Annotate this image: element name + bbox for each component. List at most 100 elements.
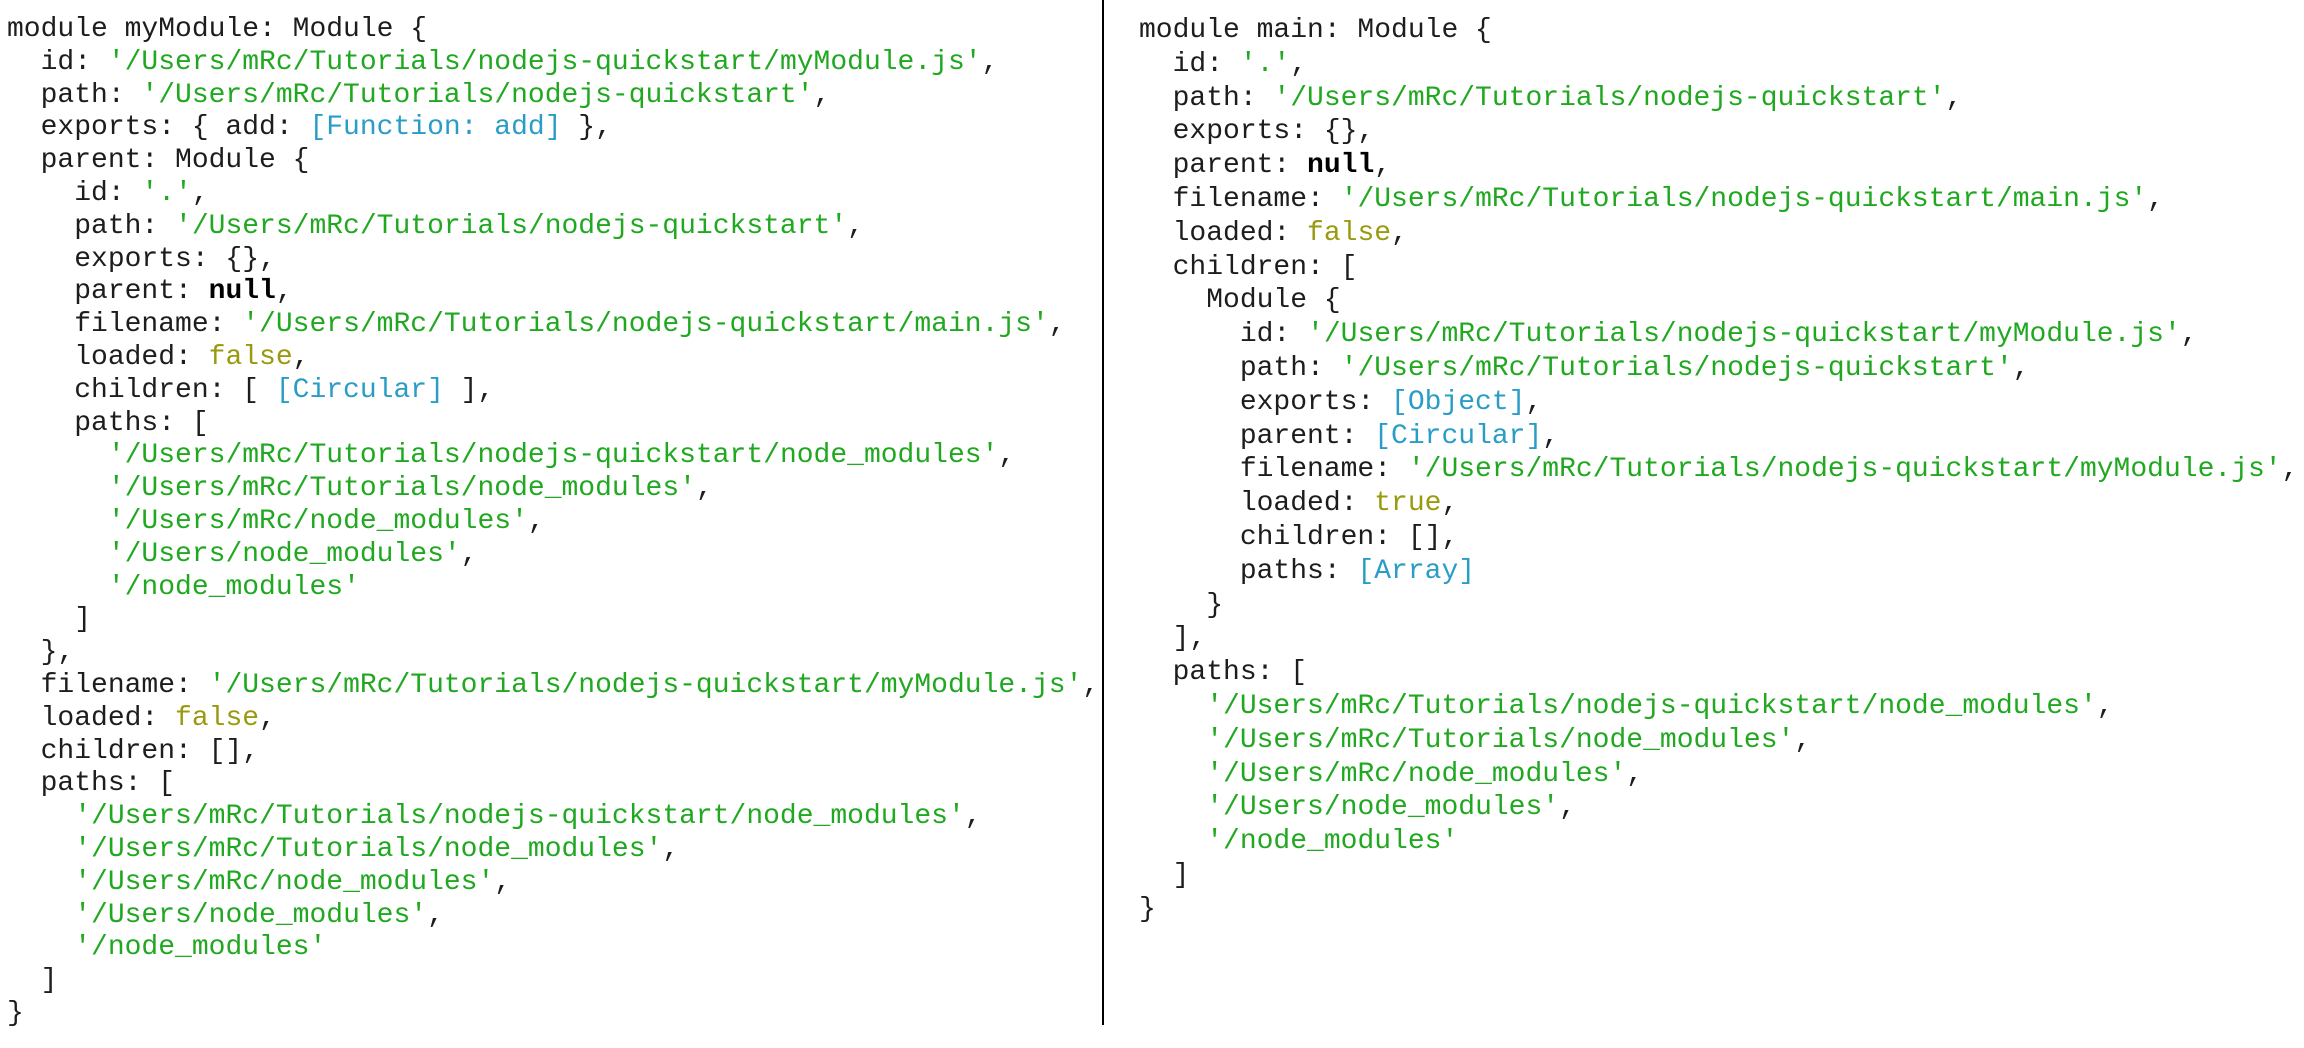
code-line: '/node_modules'	[7, 932, 1099, 965]
code-text: ,	[1290, 48, 1308, 80]
string-literal: '.'	[1239, 48, 1291, 80]
code-line: '/Users/mRc/Tutorials/nodejs-quickstart/…	[1139, 690, 2298, 724]
code-text	[7, 572, 108, 603]
column-divider	[1102, 0, 1104, 1025]
string-literal: '/Users/node_modules'	[107, 538, 461, 570]
string-literal: '/Users/node_modules'	[74, 899, 428, 931]
code-text: Module {	[1139, 285, 1341, 317]
code-text: ,	[427, 899, 444, 931]
code-line: '/Users/mRc/node_modules',	[7, 867, 1099, 900]
code-line: parent: Module {	[7, 145, 1099, 178]
code-text: exports: {},	[1139, 116, 1375, 148]
code-line: path: '/Users/mRc/Tutorials/nodejs-quick…	[1139, 352, 2298, 386]
code-text: ,	[2096, 690, 2114, 722]
code-text: },	[561, 112, 612, 144]
code-text: loaded:	[7, 702, 176, 734]
string-literal: '/Users/mRc/Tutorials/nodejs-quickstart/…	[107, 46, 982, 78]
string-literal: '/Users/mRc/Tutorials/nodejs-quickstart/…	[1206, 690, 2097, 722]
code-text: loaded:	[1139, 217, 1308, 249]
code-text: ],	[443, 374, 495, 406]
code-text: ]	[1139, 859, 1190, 891]
string-literal: '/Users/mRc/Tutorials/nodejs-quickstart'	[1273, 82, 1946, 114]
code-text: ]	[7, 965, 58, 997]
code-text: filename:	[7, 669, 209, 701]
special-value: [Object]	[1391, 386, 1526, 418]
code-text: loaded:	[1139, 488, 1375, 520]
code-text: ,	[1794, 724, 1812, 756]
code-text: filename:	[1139, 454, 1408, 486]
code-text: ,	[460, 538, 478, 570]
string-literal: '/Users/mRc/node_modules'	[74, 866, 495, 898]
code-line: path: '/Users/mRc/Tutorials/nodejs-quick…	[7, 80, 1099, 113]
code-text	[1139, 691, 1206, 722]
code-line: filename: '/Users/mRc/Tutorials/nodejs-q…	[1139, 453, 2299, 487]
code-text: ,	[1542, 420, 1560, 452]
code-line: }	[1139, 589, 2298, 623]
code-text: id:	[1139, 319, 1308, 351]
code-text	[1139, 826, 1206, 857]
code-text: filename:	[1139, 183, 1341, 215]
code-line: '/Users/mRc/node_modules',	[7, 506, 1099, 539]
code-text: ,	[662, 833, 680, 865]
code-text	[7, 440, 108, 471]
code-text: ,	[2147, 183, 2164, 215]
code-text	[7, 506, 108, 537]
code-line: loaded: false,	[7, 703, 1099, 736]
boolean-literal: true	[1374, 488, 1442, 520]
code-text: children: [],	[1139, 521, 1459, 553]
code-line: loaded: false,	[7, 342, 1099, 375]
code-text: }	[1139, 893, 1156, 925]
string-literal: '/Users/mRc/Tutorials/nodejs-quickstart/…	[208, 669, 1083, 701]
code-text: children: [	[7, 374, 276, 406]
code-text: ,	[813, 79, 831, 111]
code-line: '/Users/node_modules',	[7, 900, 1099, 933]
code-line: paths: [	[7, 768, 1099, 801]
code-text: ,	[2180, 319, 2198, 351]
code-line: ]	[7, 604, 1099, 637]
code-text: ,	[275, 276, 293, 308]
code-line: id: '/Users/mRc/Tutorials/nodejs-quickst…	[1139, 318, 2298, 352]
code-text	[7, 867, 74, 898]
code-text: ]	[7, 604, 92, 636]
null-literal: null	[1307, 150, 1375, 182]
code-text	[1139, 759, 1206, 790]
code-text: parent:	[1139, 420, 1375, 452]
string-literal: '/Users/node_modules'	[1206, 792, 1560, 824]
string-literal: '/Users/mRc/Tutorials/node_modules'	[74, 833, 663, 865]
code-text: paths: [	[7, 407, 209, 439]
code-text: paths: [	[7, 768, 176, 800]
console-output-main: module main: Module { id: '.', path: '/U…	[1139, 14, 2298, 927]
code-text: ,	[494, 866, 512, 898]
code-text: ,	[847, 210, 864, 242]
code-text: exports: { add:	[7, 112, 310, 144]
code-line: module myModule: Module {	[7, 14, 1099, 47]
code-line: parent: null,	[1139, 149, 2298, 183]
code-text: paths: [	[1139, 657, 1308, 689]
code-line: ]	[1139, 859, 2298, 893]
code-text: ,	[695, 473, 713, 505]
string-literal: '/Users/mRc/Tutorials/nodejs-quickstart/…	[1340, 183, 2148, 215]
code-line: '/Users/node_modules',	[7, 539, 1099, 572]
code-line: exports: [Object],	[1139, 386, 2298, 420]
code-text: exports: {},	[7, 243, 276, 275]
code-text: ,	[1441, 488, 1459, 520]
code-line: '/Users/mRc/Tutorials/node_modules',	[7, 473, 1099, 506]
string-literal: '/Users/mRc/Tutorials/nodejs-quickstart/…	[74, 801, 965, 833]
code-text: ,	[191, 177, 209, 209]
code-text: },	[7, 637, 75, 669]
code-text: loaded:	[7, 341, 209, 373]
code-line: }	[1139, 893, 2298, 927]
code-text: children: [],	[7, 735, 260, 767]
code-text: id:	[7, 177, 142, 209]
code-text: module main: Module {	[1139, 15, 1492, 46]
code-text	[7, 473, 108, 504]
code-text: path:	[7, 79, 142, 111]
code-line: children: [],	[7, 736, 1099, 769]
special-value: [Function: add]	[309, 112, 562, 144]
code-line: }	[7, 998, 1099, 1031]
code-text: parent: Module {	[7, 145, 310, 177]
string-literal: '/Users/mRc/Tutorials/node_modules'	[1206, 724, 1795, 756]
code-text: ,	[1945, 82, 1963, 114]
code-text: paths:	[1139, 555, 1358, 587]
code-text: exports:	[1139, 386, 1392, 418]
